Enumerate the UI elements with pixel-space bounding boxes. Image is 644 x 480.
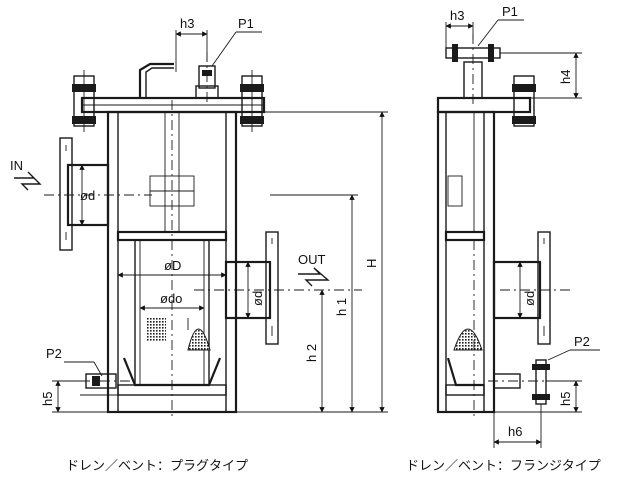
basket-bottom-right: [453, 328, 483, 351]
label-p2-left: P2: [46, 346, 62, 361]
cover-bolt-left: [72, 70, 96, 132]
label-outlet-d: ød: [250, 291, 265, 306]
right-view: h3 P1 h4 ød: [406, 4, 601, 474]
label-out: OUT: [298, 252, 326, 267]
label-in: IN: [10, 158, 23, 173]
label-h3-left: h3: [180, 16, 194, 31]
label-inlet-d: ød: [80, 188, 95, 203]
caption-flange-type: ドレン／ベント：フランジタイプ: [406, 459, 601, 474]
inlet-nozzle: ød: [44, 137, 152, 251]
caption-plug-type: ドレン／ベント：プラグタイプ: [66, 459, 248, 474]
label-h6: h6: [508, 424, 522, 439]
flow-in-arrow: [14, 171, 42, 191]
label-H: H: [364, 259, 379, 268]
vent-flange-p1: [445, 34, 501, 108]
label-p1-left: P1: [238, 16, 254, 31]
basket-bottom: [187, 328, 211, 351]
label-h3-right: h3: [450, 8, 464, 23]
label-p1-right: P1: [502, 4, 518, 19]
label-d-right: ød: [522, 291, 537, 306]
outlet-nozzle: ød: [194, 231, 362, 345]
cover-bolt-right: [240, 70, 264, 132]
left-view: h3 P1 ød IN: [10, 16, 388, 474]
label-D: øD: [164, 258, 181, 273]
screen-mesh: [146, 318, 166, 342]
label-h1: h 1: [334, 298, 349, 316]
cover-bolt-right-view: [512, 75, 536, 127]
lifting-handle: [138, 62, 174, 98]
label-h2: h 2: [304, 344, 319, 362]
label-h4: h4: [558, 70, 573, 84]
drain-flange-p2: [488, 359, 560, 405]
label-h5-left: h5: [40, 392, 55, 406]
label-p2-right: P2: [574, 334, 590, 349]
label-h5-right: h5: [558, 392, 573, 406]
outlet-nozzle-right: ød: [492, 231, 570, 345]
label-do: ødo: [160, 291, 182, 306]
flow-out-arrow: [298, 267, 330, 287]
